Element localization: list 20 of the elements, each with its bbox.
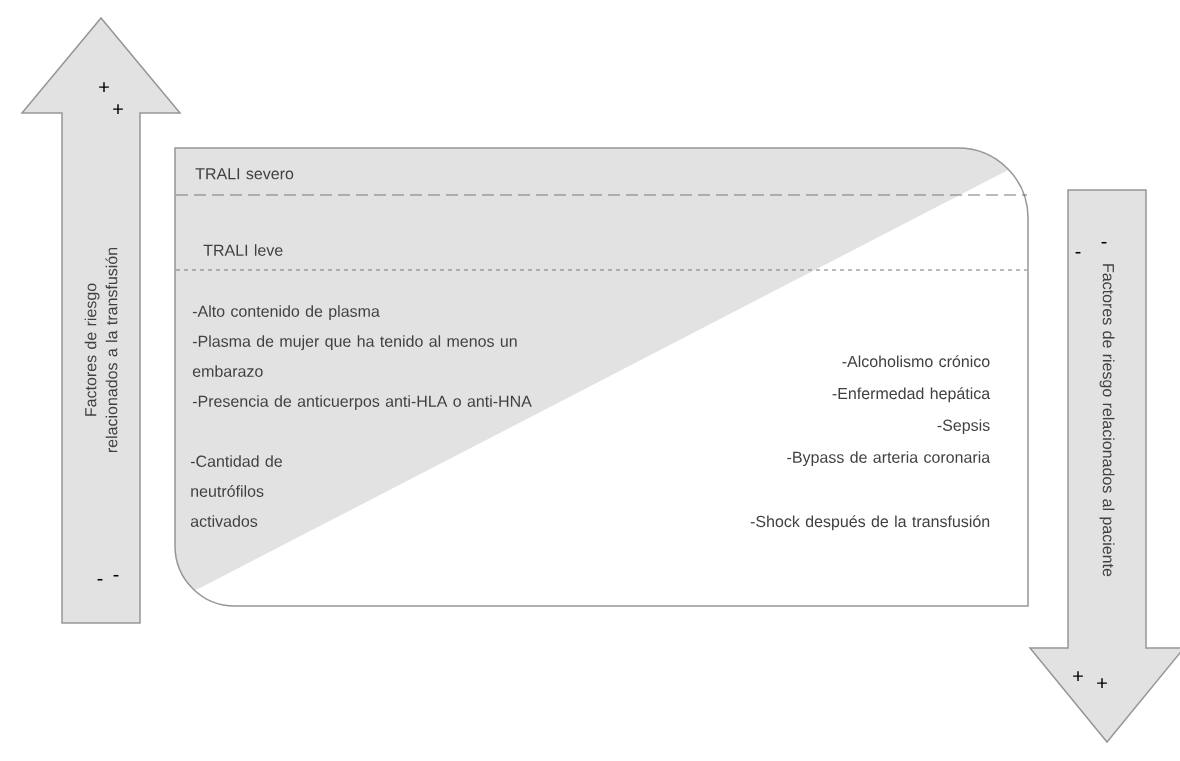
sign-mark: +	[1073, 671, 1083, 681]
list-item: -Bypass de arteria coronaria	[787, 451, 991, 467]
sign-mark: +	[99, 82, 109, 92]
list-item: -Plasma de mujer que ha tenido al menos un embarazo	[192, 335, 517, 377]
sign-mark: -	[113, 574, 119, 577]
level-label: TRALI leve	[203, 244, 283, 256]
sign-mark: -	[97, 578, 103, 581]
sign-mark: +	[1097, 678, 1107, 688]
list-item: -Cantidad de neutrófilos activados	[190, 455, 282, 527]
list-item: -Presencia de anticuerpos anti-HLA o anti-HNA	[192, 395, 532, 411]
sign-mark: -	[1101, 241, 1107, 244]
risk-panel	[174, 147, 1029, 607]
list-item: -Shock después de la transfusión	[750, 515, 990, 531]
level-label: TRALI severo	[195, 168, 294, 180]
list-item: -Alto contenido de plasma	[192, 305, 380, 321]
list-item: -Alcoholismo crónico	[842, 355, 990, 368]
list-item: -Enfermedad hepática	[832, 387, 991, 403]
sign-mark: +	[113, 104, 123, 114]
sign-mark: -	[1075, 251, 1081, 254]
list-item: -Sepsis	[937, 419, 990, 435]
